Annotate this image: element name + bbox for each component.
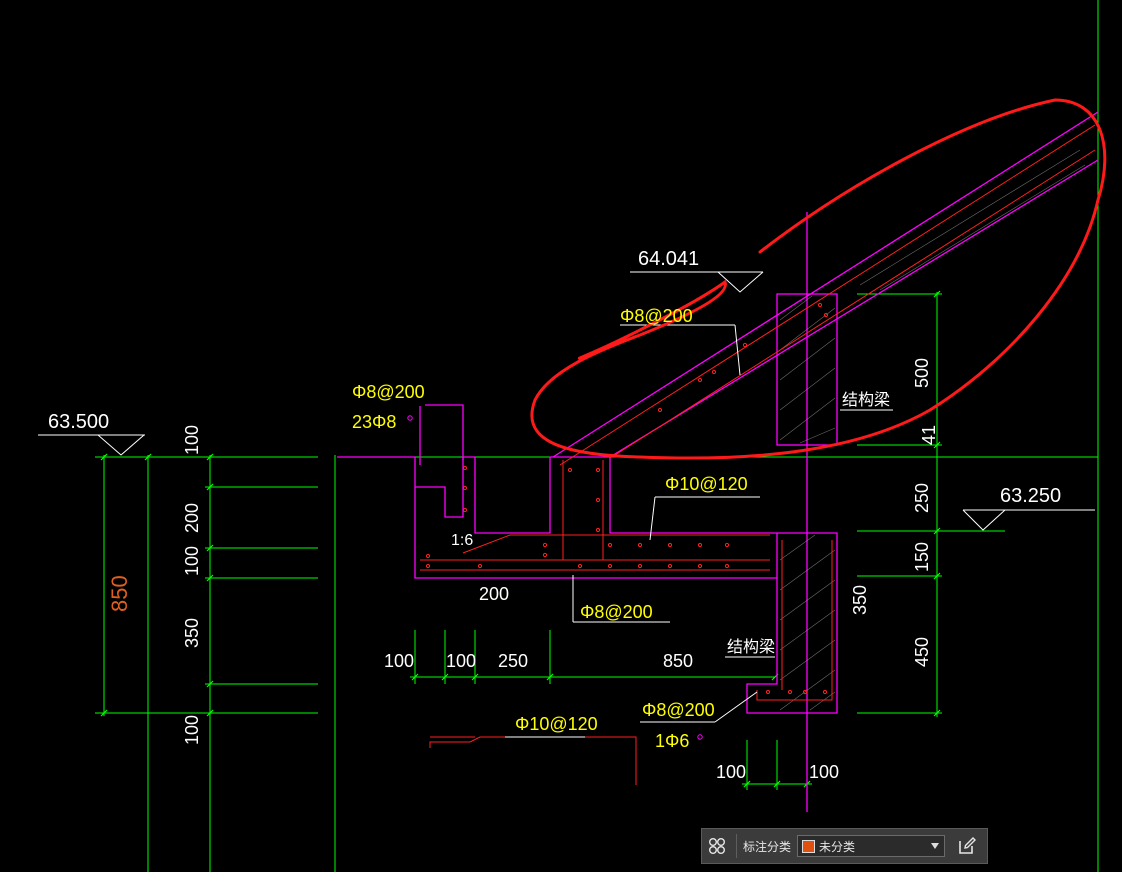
- rebar-lines: [420, 124, 1096, 785]
- rebar-note-top-left-1: Φ8@200: [352, 382, 425, 402]
- chevron-down-icon: [931, 843, 940, 849]
- dim-right-lower-0: 250: [912, 483, 932, 513]
- beam-label-upper: 结构梁: [842, 390, 890, 409]
- dim-bottom2-0: 100: [716, 762, 746, 782]
- category-selected-value: 未分类: [819, 839, 856, 854]
- annotation-category-label: 标注分类: [743, 839, 792, 854]
- dim-bottom-3: 850: [663, 651, 693, 671]
- four-circles-icon[interactable]: [702, 829, 732, 863]
- dim-inner-200: 200: [479, 584, 509, 604]
- elevation-left: 63.500: [48, 411, 109, 433]
- dim-bottom-1: 100: [446, 651, 476, 671]
- dim-left-1: 200: [182, 503, 202, 533]
- dim-bottom2-1: 100: [809, 762, 839, 782]
- dim-bottom-0: 100: [384, 651, 414, 671]
- dim-right-upper-1: 41: [919, 425, 939, 445]
- edit-icon[interactable]: [951, 829, 983, 863]
- rebar-note-slope: Φ8@200: [620, 306, 693, 326]
- dim-bottom-2: 250: [498, 651, 528, 671]
- annotation-category-toolbar: 标注分类 未分类: [701, 828, 988, 864]
- dim-right-upper-0: 500: [912, 358, 932, 388]
- toolbar-divider: [736, 834, 737, 858]
- dimension-lines: [95, 0, 1099, 872]
- dim-right-lower-1: 150: [912, 542, 932, 572]
- beam-label-lower: 结构梁: [727, 637, 775, 656]
- dim-left-2: 100: [182, 546, 202, 576]
- elevation-top: 64.041: [638, 248, 699, 270]
- category-select[interactable]: 未分类: [797, 835, 946, 857]
- category-color-swatch: [802, 839, 816, 853]
- dim-left-3: 350: [182, 618, 202, 648]
- highlight-markup: [530, 98, 1107, 460]
- rebar-note-slab-top: Φ10@120: [665, 474, 748, 494]
- rebar-note-bottom-left: Φ10@120: [515, 714, 598, 734]
- elevation-right: 63.250: [1000, 485, 1061, 507]
- dim-right-lower-2: 350: [850, 585, 870, 615]
- dim-left-4: 100: [182, 715, 202, 745]
- rebar-note-top-left-2: 23Φ8: [352, 412, 396, 432]
- slope-label: 1:6: [451, 532, 473, 549]
- rebar-note-beam-bottom-2: 1Φ6: [655, 731, 689, 751]
- dim-right-lower-3: 450: [912, 637, 932, 667]
- structure-outline: [337, 111, 1099, 812]
- rebar-note-beam-bottom-1: Φ8@200: [642, 700, 715, 720]
- dim-left-0: 100: [182, 425, 202, 455]
- rebar-note-slab-bottom: Φ8@200: [580, 602, 653, 622]
- dim-overall-850: 850: [107, 575, 132, 612]
